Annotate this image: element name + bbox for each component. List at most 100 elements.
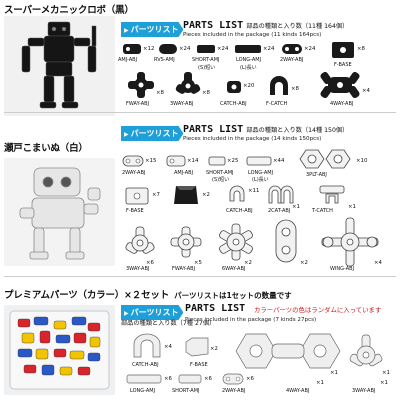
parts-count-jp: 部品の種類と入り数（11種 164個） — [246, 23, 349, 30]
section-title-premium: プレミアムパーツ（カラー）×２セット — [4, 290, 170, 301]
part-fway-abj — [128, 72, 154, 98]
part-big-hex-connector — [235, 333, 341, 369]
part-label: F-BASE — [334, 62, 352, 68]
part-label: AMJ-ABJ — [118, 57, 138, 63]
part-2cat-abj — [268, 185, 294, 204]
part-label: 6WAY-ABJ — [222, 266, 246, 272]
part-2way-abj — [222, 373, 244, 385]
part-count: ×20 — [243, 83, 255, 89]
part-long-amj — [126, 374, 162, 384]
part-count: ×1 — [330, 370, 338, 376]
part-label: LONG-AMJ — [248, 170, 274, 176]
part-label: 2CAT-ABJ — [268, 208, 291, 214]
part-catch-abj — [133, 333, 161, 358]
part-2way-abj — [122, 155, 144, 167]
note-long: (L)長い — [240, 65, 257, 71]
komainu-photo — [4, 158, 115, 266]
part-label: SHORT-AMJ — [206, 170, 234, 176]
part-count: ×8 — [156, 90, 164, 96]
part-label: SHORT-AMJ — [172, 388, 200, 394]
part-count: ×25 — [227, 158, 239, 164]
part-3plt-abj — [299, 149, 351, 169]
part-label: T-CATCH — [312, 208, 333, 214]
part-catch-abj — [229, 185, 245, 202]
part-wing-abj — [321, 217, 379, 267]
note-long: (L)長い — [252, 177, 269, 183]
section-title-robot: スーパーメカニックロボ（黒） — [4, 5, 134, 16]
part-f-base — [185, 337, 209, 357]
parts-count-en: Pieces included in the package (7 kinds … — [185, 317, 317, 323]
parts-list-heading: PARTS LIST — [185, 303, 246, 314]
parts-count-en: Pieces included in the package (14 kinds… — [183, 136, 322, 142]
part-label: 4WAY-ABJ — [330, 101, 354, 107]
color-parts-photo — [4, 305, 115, 395]
part-label: 2WAY-ABJ — [280, 57, 304, 63]
part-count: ×6 — [146, 260, 154, 266]
part-f-catch — [270, 76, 288, 95]
part-short-amj — [178, 374, 202, 384]
part-label: SHORT-AMJ — [192, 57, 220, 63]
part-label: F-CATCH — [266, 101, 288, 107]
robot-photo — [4, 16, 115, 116]
part-count: ×1 — [382, 370, 390, 376]
part-count: ×44 — [273, 158, 285, 164]
part-count: ×6 — [246, 376, 254, 382]
part-count: ×24 — [263, 46, 275, 52]
part-count: ×8 — [357, 46, 365, 52]
random-color-note: カラーパーツの色はランダムに入っています — [254, 306, 382, 314]
part-fway-abj — [170, 226, 202, 258]
part-label: 3WAY-ABJ — [352, 388, 376, 394]
part-f-base — [332, 42, 354, 58]
part-count: ×8 — [202, 90, 210, 96]
part-label: F-BASE — [126, 208, 144, 214]
part-count: ×24 — [304, 46, 316, 52]
part-short-amj — [208, 156, 226, 166]
part-amj-abj — [123, 44, 141, 54]
part-label: 3PLT-ABJ — [306, 172, 327, 178]
part-rvs-amj — [159, 44, 177, 54]
part-count: ×6 — [204, 376, 212, 382]
arrow-icon: ▶ — [124, 27, 129, 34]
arrow-icon: ▶ — [124, 131, 129, 138]
part-t-catch — [319, 185, 345, 204]
section-divider — [4, 112, 396, 113]
part-count: ×2 — [244, 260, 252, 266]
part-short-amj — [197, 45, 215, 53]
part-count: ×1 — [380, 380, 388, 386]
part-count: ×15 — [145, 158, 157, 164]
part-label: AMJ-ABJ — [174, 170, 194, 176]
part-label: CATCH-ABJ — [132, 362, 159, 368]
part-label: 4WAY-ABJ — [286, 388, 310, 394]
part-count: ×14 — [187, 158, 199, 164]
part-label: 3WAY-ABJ — [170, 101, 194, 107]
part-count: ×11 — [248, 188, 260, 194]
part-long-amj — [246, 156, 272, 166]
parts-count-jp: 部品の種類と入り数（7種 27個） — [121, 320, 216, 327]
part-2way-abj — [282, 44, 302, 54]
arrow-icon: ▶ — [124, 310, 129, 317]
part-label: CATCH-ABJ — [226, 208, 253, 214]
part-count: ×6 — [164, 376, 172, 382]
part-3way-abj — [125, 226, 155, 254]
part-label: 2WAY-ABJ — [122, 170, 146, 176]
part-label: LONG-AMJ — [236, 57, 262, 63]
parts-list-heading: PARTS LIST — [183, 124, 244, 135]
part-label: CATCH-ABJ — [220, 101, 247, 107]
part-label: WING-ABJ — [330, 266, 355, 272]
part-count: ×8 — [291, 86, 299, 92]
part-count: ×24 — [179, 46, 191, 52]
part-count: ×4 — [362, 88, 370, 94]
parts-list-tag: ▶パーツリスト — [121, 22, 184, 37]
part-black-block — [174, 186, 198, 204]
part-label: F-BASE — [190, 362, 208, 368]
part-count: ×1 — [348, 204, 356, 210]
parts-count-jp: 部品の種類と入り数（14種 150個） — [246, 127, 349, 134]
part-label: FWAY-ABJ — [126, 101, 150, 107]
part-count: ×7 — [152, 192, 160, 198]
parts-list-tag: ▶パーツリスト — [121, 126, 184, 141]
part-count: ×12 — [143, 46, 155, 52]
part-count: ×24 — [217, 46, 229, 52]
part-count: ×1 — [316, 380, 324, 386]
part-count: ×1 — [292, 204, 300, 210]
section-divider — [4, 276, 396, 277]
